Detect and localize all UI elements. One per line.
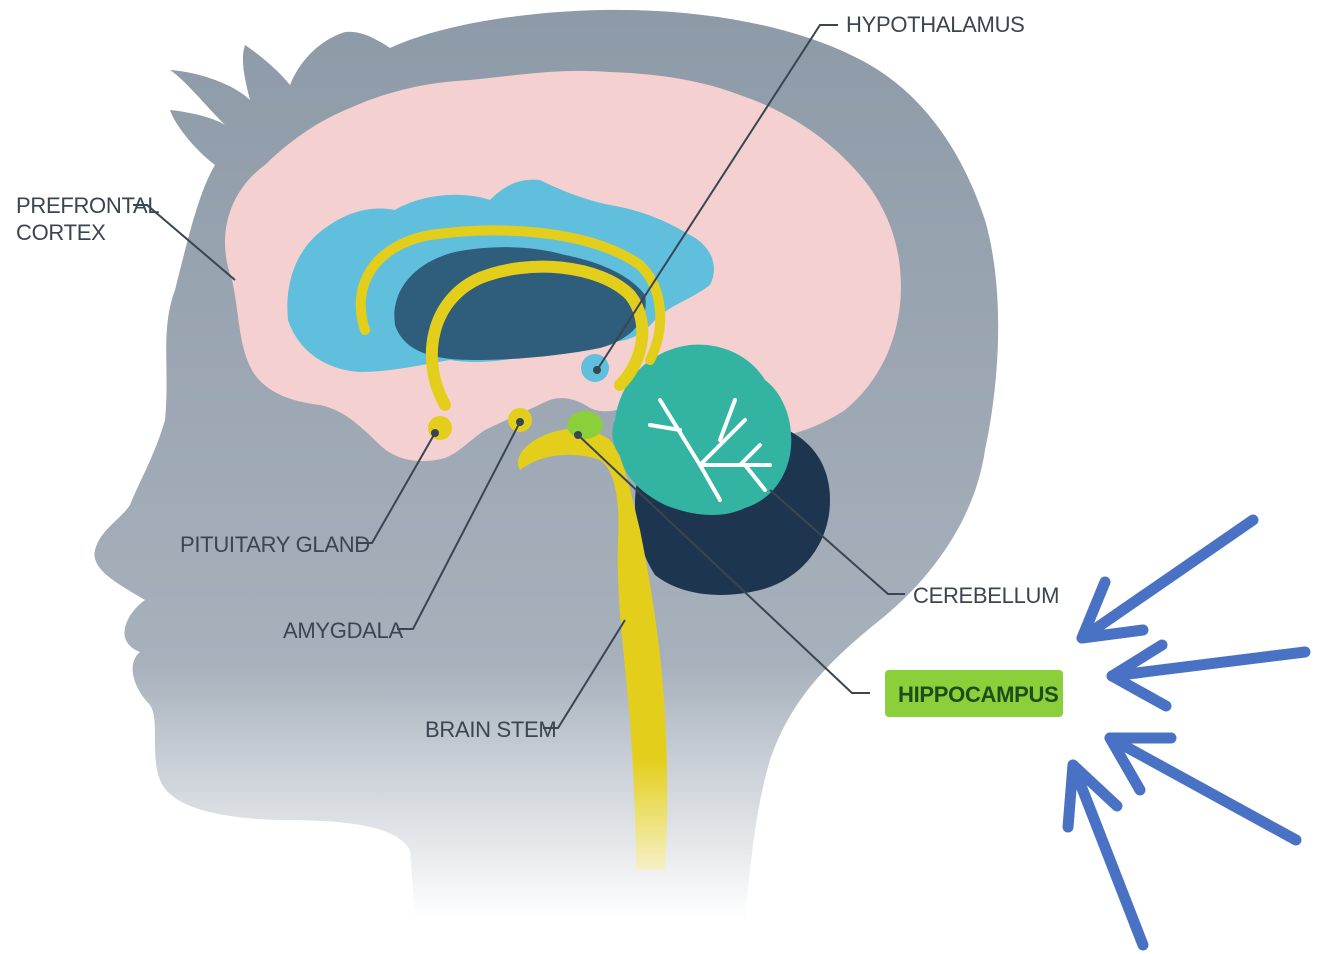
pituitary-gland — [428, 416, 452, 440]
label-prefrontal-line2: CORTEX — [16, 220, 106, 245]
arrow-2 — [1112, 645, 1305, 706]
label-brain-stem: BRAIN STEM — [425, 717, 556, 742]
label-hippocampus: HIPPOCAMPUS — [898, 682, 1059, 707]
leader-dot-hypothalamus — [593, 366, 601, 374]
label-hypothalamus: HYPOTHALAMUS — [846, 12, 1025, 37]
leader-dot-amygdala — [516, 418, 524, 426]
arrow-3 — [1110, 738, 1296, 840]
label-amygdala: AMYGDALA — [283, 618, 403, 643]
leader-dot-pituitary — [431, 429, 439, 437]
label-prefrontal-line1: PREFRONTAL — [16, 193, 159, 218]
hippocampus — [567, 411, 603, 439]
arrow-1 — [1082, 520, 1253, 638]
label-pituitary-gland: PITUITARY GLAND — [180, 532, 370, 557]
leader-dot-hippocampus — [574, 431, 582, 439]
annotation-arrows — [1068, 520, 1305, 945]
arrow-4 — [1068, 765, 1143, 945]
label-cerebellum: CEREBELLUM — [913, 583, 1059, 608]
